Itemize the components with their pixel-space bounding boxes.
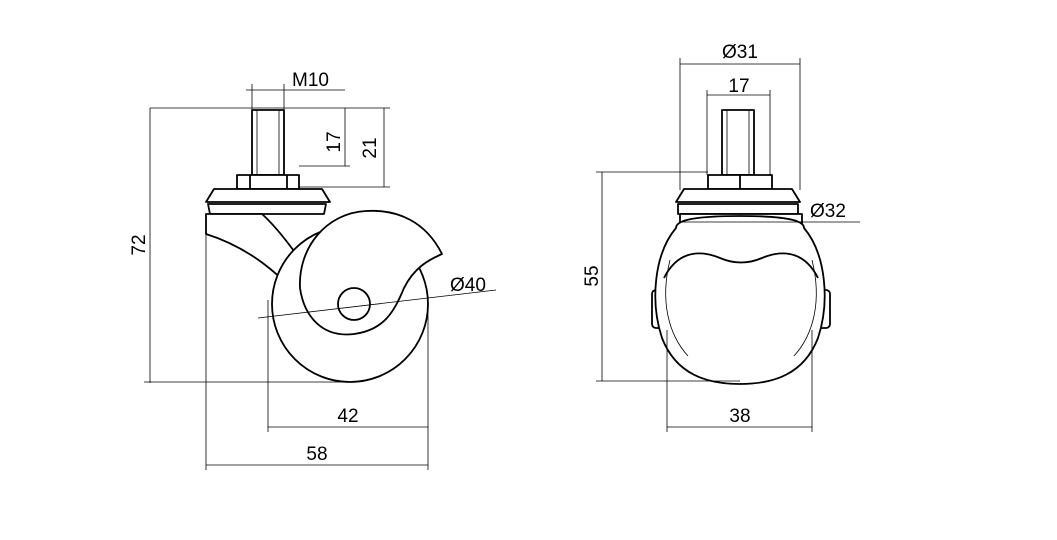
front-stem-label: 17 <box>728 76 749 97</box>
side-axle-boss <box>337 287 371 321</box>
side-view: M10 17 21 72 Ø40 42 58 <box>129 70 497 470</box>
front-plate-diameter-label: Ø31 <box>722 42 758 63</box>
side-dim-72-label: 72 <box>129 234 150 255</box>
front-wheel-shell <box>654 215 826 385</box>
front-swivel-plate <box>677 203 799 215</box>
front-width-label: 38 <box>729 406 750 427</box>
side-dim-21-label: 21 <box>360 137 381 158</box>
side-wheel-diameter-leader <box>257 289 497 319</box>
front-view: Ø31 17 Ø32 55 38 <box>582 42 860 432</box>
front-height-label: 55 <box>582 265 603 286</box>
side-dim-42-label: 42 <box>337 406 358 427</box>
front-top-plate <box>675 188 801 203</box>
side-swivel-plate <box>207 203 327 215</box>
side-wheel-diameter-label: Ø40 <box>450 275 486 296</box>
side-top-plate <box>205 188 331 203</box>
front-wheel-inner-line <box>665 259 689 357</box>
side-wheel-hood <box>299 209 443 336</box>
side-dim-17-label: 17 <box>324 131 345 152</box>
front-cover-diameter-label: Ø32 <box>810 201 846 222</box>
side-m10-label: M10 <box>292 70 329 91</box>
front-wheel-inner-line-right <box>793 259 817 357</box>
front-wheel-hood-line <box>663 252 819 279</box>
side-dim-58-label: 58 <box>306 444 327 465</box>
side-hex-nut <box>236 174 300 190</box>
